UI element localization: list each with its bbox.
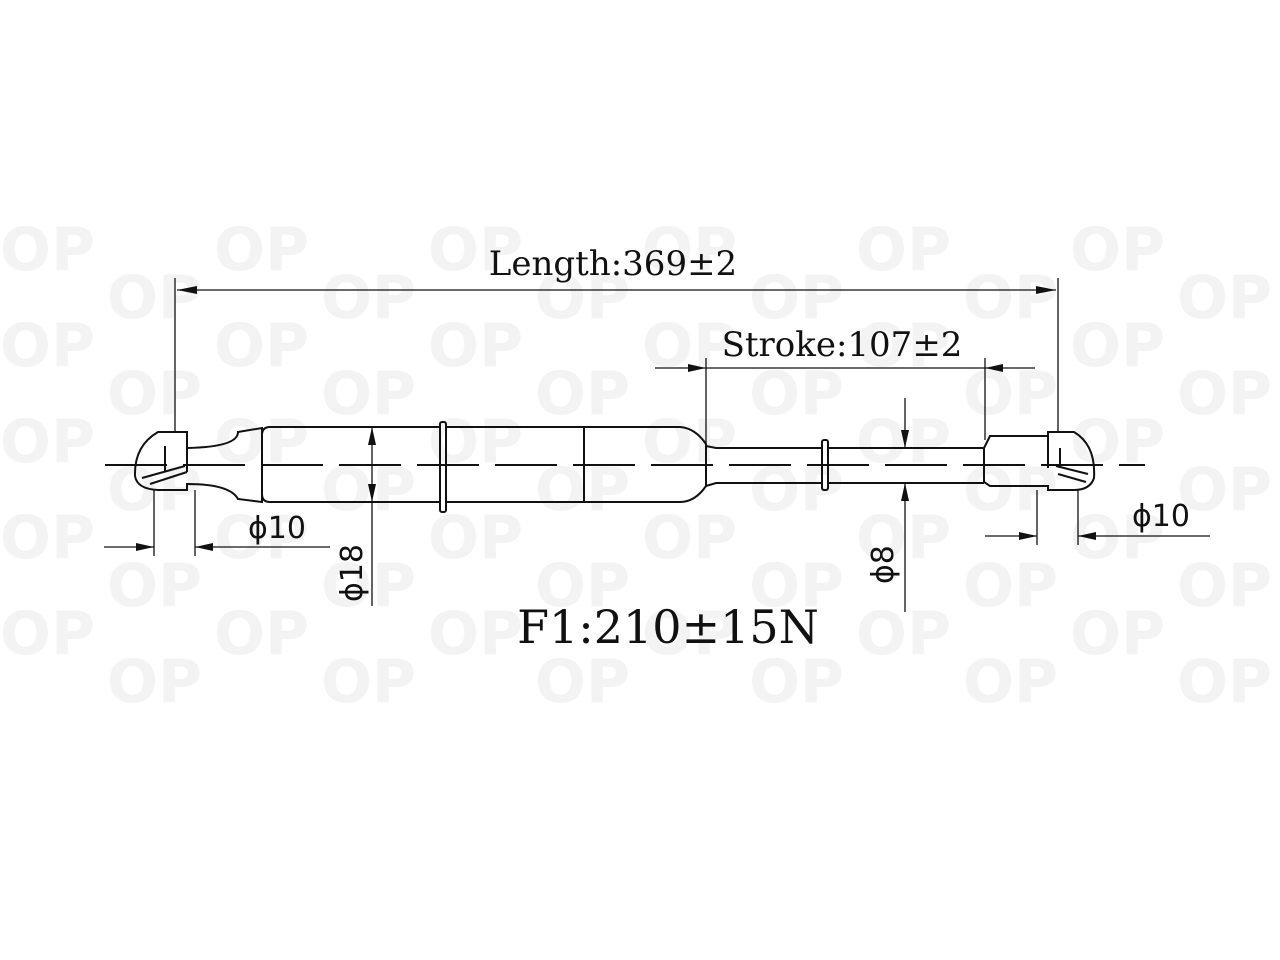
watermark-op-mark: OP (749, 359, 844, 429)
watermark-op-mark: OP (214, 599, 309, 669)
force-label: F1:210±15N (517, 600, 819, 654)
watermark-op-mark: OP (535, 359, 630, 429)
rod-diameter-dimension: ϕ8 (866, 398, 909, 612)
watermark-op-mark: OP (0, 599, 95, 669)
watermark-op-mark: OP (107, 263, 202, 333)
watermark-op-mark: OP (749, 263, 844, 333)
watermark-op-mark: OP (321, 551, 416, 621)
watermark-op-mark: OP (535, 263, 630, 333)
watermark-op-mark: OP (321, 359, 416, 429)
watermark-op-mark: OP (1177, 263, 1272, 333)
left-end-diameter-label: ϕ10 (248, 511, 306, 546)
watermark-op-mark: OP (1070, 311, 1165, 381)
watermark-op-mark: OP (963, 647, 1058, 717)
watermark-op-mark: OP (963, 359, 1058, 429)
watermark-op-mark: OP (1177, 551, 1272, 621)
watermark-op-mark: OP (963, 455, 1058, 525)
watermark-op-mark: OP (107, 647, 202, 717)
watermark-op-mark: OP (0, 503, 95, 573)
watermark-op-mark: OP (428, 599, 523, 669)
cylinder-diameter-label: ϕ18 (335, 544, 370, 602)
rod-diameter-label: ϕ8 (866, 545, 901, 584)
watermark-op-mark: OP (107, 551, 202, 621)
watermark-op-mark: OP (428, 215, 523, 285)
watermark-op-mark: OP (0, 311, 95, 381)
watermark-op-mark: OP (321, 647, 416, 717)
watermark-op-mark: OP (535, 551, 630, 621)
watermark-op-mark: OP (214, 311, 309, 381)
watermark-op-mark: OP (749, 551, 844, 621)
watermark-op-mark: OP (1070, 599, 1165, 669)
stroke-label: Stroke:107±2 (722, 325, 963, 365)
watermark-op-mark: OP (642, 503, 737, 573)
length-dimension: Length:369±2 (174, 244, 1059, 432)
left-end-fitting (133, 426, 263, 504)
watermark-op-mark: OP (963, 263, 1058, 333)
length-label: Length:369±2 (489, 244, 737, 284)
watermark-op-mark: OP (214, 215, 309, 285)
watermark-op-mark: OP (856, 407, 951, 477)
watermark-op-mark: OP (1070, 503, 1165, 573)
watermark-op-mark: OP (428, 503, 523, 573)
cylinder-body (261, 421, 707, 513)
watermark-op-mark: OP (856, 311, 951, 381)
watermark-op-mark: OP (1177, 647, 1272, 717)
left-end-diameter-dimension: ϕ10 (104, 490, 330, 556)
right-end-diameter-dimension: ϕ10 (985, 490, 1210, 545)
stroke-dimension: Stroke:107±2 (655, 325, 1035, 445)
cylinder-diameter-dimension: ϕ18 (335, 427, 376, 606)
watermark-op-mark: OP (321, 455, 416, 525)
watermark-op-mark: OP (856, 215, 951, 285)
watermark-op-mark: OP (0, 407, 95, 477)
watermark-op-mark: OP (214, 503, 309, 573)
watermark-op-mark: OP (856, 503, 951, 573)
watermark-op-mark: OP (535, 647, 630, 717)
watermark-op-mark: OP (1177, 359, 1272, 429)
piston-rod (705, 439, 984, 491)
watermark-op-mark: OP (535, 455, 630, 525)
watermark-op-mark: OP (321, 263, 416, 333)
watermark-op-mark: OP (0, 215, 95, 285)
watermark-op-mark: OP (107, 359, 202, 429)
right-end-diameter-label: ϕ10 (1132, 499, 1190, 534)
watermark-op-mark: OP (642, 215, 737, 285)
watermark-op-mark: OP (642, 599, 737, 669)
watermark-op-mark: OP (856, 599, 951, 669)
watermark-op-mark: OP (642, 407, 737, 477)
watermark-op-mark: OP (963, 551, 1058, 621)
watermark-op-mark: OP (1177, 455, 1272, 525)
watermark-op-mark: OP (428, 407, 523, 477)
watermark-op-mark: OP (1070, 215, 1165, 285)
right-end-fitting (983, 431, 1096, 491)
watermark-op-mark: OP (749, 647, 844, 717)
watermark-op-mark: OP (428, 311, 523, 381)
